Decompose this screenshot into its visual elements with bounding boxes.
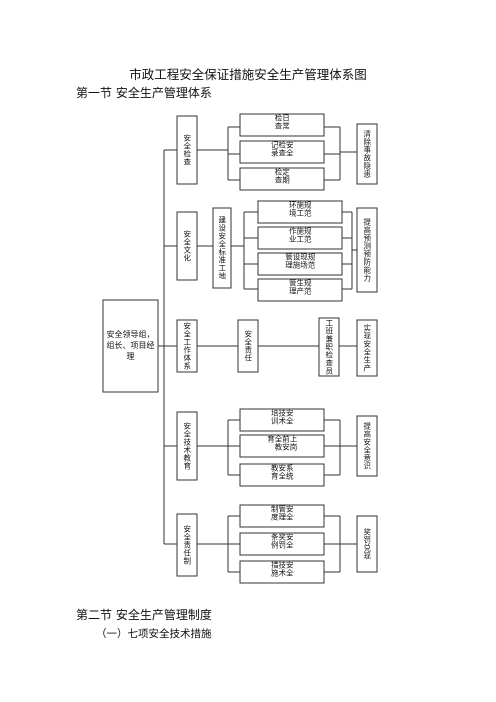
branch-4-result: 提高安全意识 (362, 422, 372, 470)
branch-3-result: 实现安全生产 (362, 324, 372, 372)
branch-title-4: 安全技术教育 (182, 422, 192, 470)
root-box (102, 299, 159, 393)
root-node: 安全领导组， 组长、项目经理 (103, 330, 158, 362)
branch-1-item-2: 安全检查记录 (270, 141, 295, 157)
branch-title-5: 安全责任制 (182, 525, 192, 565)
branch-5-item-2: 安全奖罚条例 (270, 533, 295, 549)
branch-2-item-2: 规范施工作业 (288, 227, 313, 243)
branch-2-item-4: 规范生产管理 (288, 279, 313, 295)
document-title: 市政工程安全保证措施安全生产管理体系图 (129, 67, 367, 82)
branch-title-3: 安全工作体系 (182, 322, 192, 370)
section-heading-2: 第二节 安全生产管理制度 (76, 608, 212, 622)
branch-title-1: 安全检查 (182, 134, 192, 166)
branch-title-2: 安全文化 (182, 230, 192, 262)
branch-3-item-1: 工班兼职检查员 (324, 319, 334, 375)
branch-4-item-2: 上岗前安全教育 (266, 435, 299, 451)
branch-2-item-3: 规范现场设施管理 (284, 253, 317, 269)
branch-4-item-3: 系统安全教育 (270, 464, 295, 480)
branch-1-item-1: 日常检查 (274, 114, 291, 130)
root-line-2: 组长、项目经理 (106, 340, 155, 361)
branch-4-item-1: 安全技术培训 (270, 409, 295, 425)
branch-2-result: 提高预测预防能力 (362, 218, 372, 282)
subsection-heading: （一）七项安全技术措施 (96, 628, 212, 640)
branch-5-item-3: 安全技术措施 (270, 561, 295, 577)
branch-1-result: 清除事故隐患 (362, 130, 372, 178)
branch-2-middle: 建设安全标准工地 (217, 216, 227, 280)
branch-2-item-1: 规范施工环境 (288, 201, 313, 217)
branch-5-result: 奖罚兑现 (362, 528, 372, 560)
branch-1-item-3: 定期检查 (274, 168, 291, 184)
branch-5-item-1: 安全管理制度 (270, 505, 295, 521)
root-line-1: 安全领导组， (106, 330, 155, 339)
branch-3-middle: 安全责任 (243, 330, 253, 362)
section-heading-1: 第一节 安全生产管理体系 (76, 86, 212, 100)
